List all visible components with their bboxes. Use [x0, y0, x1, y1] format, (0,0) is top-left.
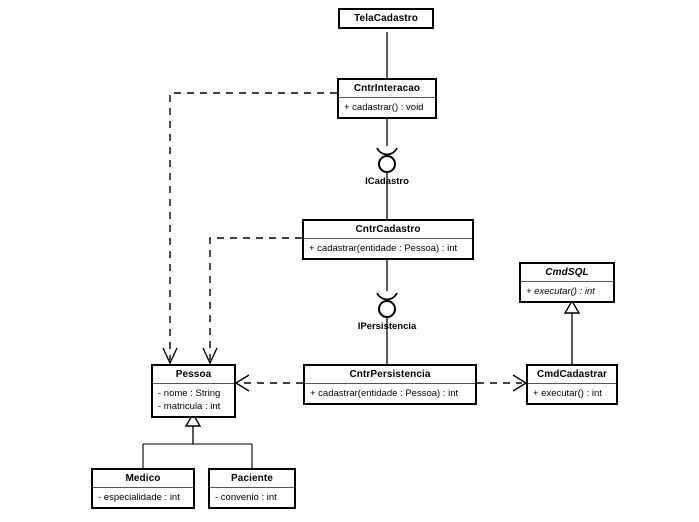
class-box-cmdcadastrar[interactable]: CmdCadastrar + executar() : int: [526, 364, 618, 405]
operations-compartment-cmdcadastrar: + executar() : int: [528, 383, 616, 403]
operations-compartment-cntrpersistencia: + cadastrar(entidade : Pessoa) : int: [305, 383, 475, 403]
interface-label-ipersistencia: IPersistencia: [357, 321, 417, 332]
class-box-paciente[interactable]: Paciente - convenio : int: [208, 468, 296, 509]
class-box-telacadastro[interactable]: TelaCadastro: [338, 8, 434, 29]
attribute-item: - especialidade : int: [98, 492, 180, 503]
operation-item: + cadastrar(entidade : Pessoa) : int: [309, 243, 458, 254]
attribute-item: - nome : String: [158, 388, 221, 399]
class-name-telacadastro: TelaCadastro: [354, 13, 418, 24]
class-name-cntrpersistencia: CntrPersistencia: [349, 369, 431, 380]
class-box-cntrpersistencia[interactable]: CntrPersistencia + cadastrar(entidade : …: [303, 364, 477, 405]
class-name-medico: Medico: [125, 473, 161, 484]
arrowhead-cntrpersistencia-to-cmdcadastrar: [512, 374, 528, 392]
operations-compartment-cntrinteracao: + cadastrar() : void: [339, 97, 435, 117]
class-box-cntrinteracao[interactable]: CntrInteracao + cadastrar() : void: [337, 78, 437, 119]
operations-compartment-cntrcadastro: + cadastrar(entidade : Pessoa) : int: [304, 238, 472, 258]
operation-item: + cadastrar(entidade : Pessoa) : int: [310, 388, 459, 399]
class-box-cmdsql[interactable]: CmdSQL + executar() : int: [519, 262, 615, 303]
icadastro-socket-icon: [376, 147, 398, 156]
arrowhead-cntrinteracao-to-pessoa: [162, 347, 178, 365]
operation-item: + executar() : int: [533, 388, 602, 399]
class-name-paciente: Paciente: [231, 473, 273, 484]
interface-ball-icon-ipersistencia[interactable]: [378, 300, 396, 318]
attributes-compartment-pessoa: - nome : String - matricula : int: [153, 383, 234, 416]
class-name-cmdsql: CmdSQL: [545, 267, 589, 278]
class-box-medico[interactable]: Medico - especialidade : int: [91, 468, 195, 509]
operation-item: + executar() : int: [526, 286, 595, 297]
ipersistencia-socket-icon: [376, 292, 398, 301]
interface-label-icadastro: ICadastro: [365, 176, 409, 187]
attributes-compartment-paciente: - convenio : int: [210, 487, 294, 507]
operations-compartment-cmdsql: + executar() : int: [521, 281, 613, 301]
edge-cntrcadastro-to-pessoa: [209, 237, 302, 360]
arrowhead-cntrpersistencia-to-pessoa: [234, 374, 250, 392]
attribute-item: - matricula : int: [158, 401, 221, 412]
class-name-cntrcadastro: CntrCadastro: [355, 224, 421, 235]
class-name-cntrinteracao: CntrInteracao: [353, 83, 421, 94]
interface-ball-icon-icadastro[interactable]: [378, 155, 396, 173]
attribute-item: - convenio : int: [215, 492, 277, 503]
class-box-cntrcadastro[interactable]: CntrCadastro + cadastrar(entidade : Pess…: [302, 219, 474, 260]
class-name-cmdcadastrar: CmdCadastrar: [536, 369, 608, 380]
attributes-compartment-medico: - especialidade : int: [93, 487, 193, 507]
class-name-pessoa: Pessoa: [175, 369, 212, 380]
arrowhead-cntrcadastro-to-pessoa: [202, 347, 218, 365]
class-box-pessoa[interactable]: Pessoa - nome : String - matricula : int: [151, 364, 236, 418]
operation-item: + cadastrar() : void: [344, 102, 424, 113]
